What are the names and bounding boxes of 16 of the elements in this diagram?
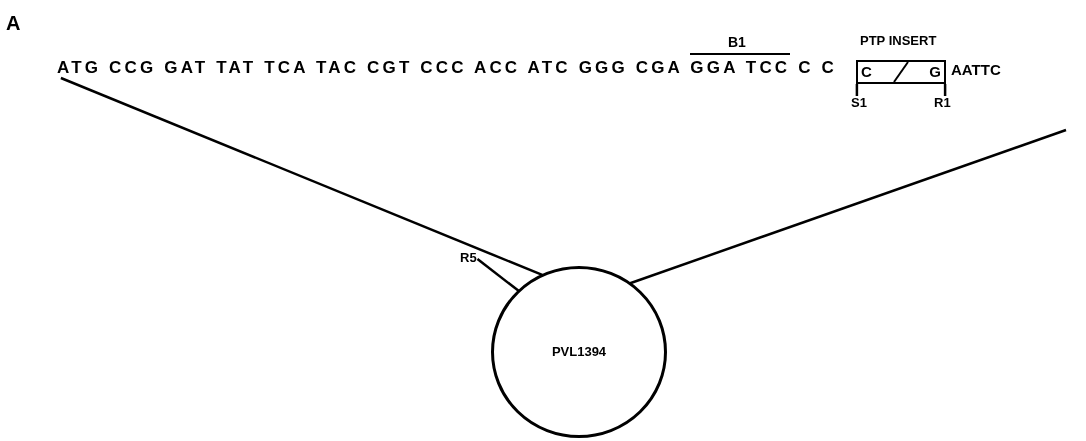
base-letter: G — [929, 63, 941, 80]
site-label: B1 — [728, 34, 746, 50]
plasmid-name: PVL1394 — [550, 344, 608, 359]
site-label: S1 — [851, 95, 867, 110]
site-label: R5 — [460, 250, 477, 265]
site-label: R1 — [934, 95, 951, 110]
base-letter: C — [861, 63, 872, 80]
panel-letter: A — [6, 12, 21, 35]
connector-line — [60, 76, 543, 277]
dna-sequence: AATTC — [951, 61, 1001, 78]
dna-sequence: ATG CCG GAT TAT TCA TAC CGT CCC ACC ATC GGG CGA GGA TCC C C — [57, 58, 837, 78]
insert-heading: PTP INSERT — [860, 33, 937, 48]
leader-line — [476, 258, 520, 292]
leader-line — [855, 84, 859, 96]
connector-line — [629, 128, 1067, 285]
leader-line — [943, 84, 947, 96]
